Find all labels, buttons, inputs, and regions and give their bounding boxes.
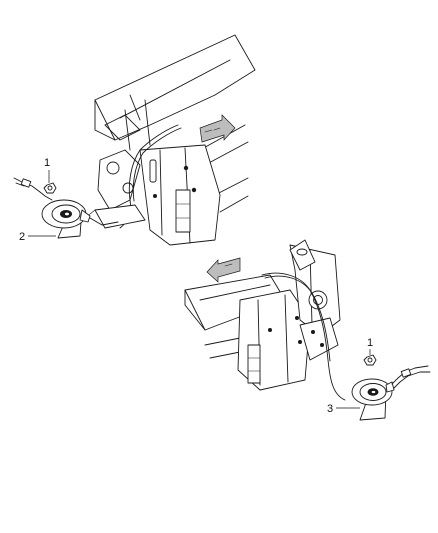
nut-lower — [363, 354, 377, 366]
rearward-arrow-icon — [206, 257, 241, 283]
callout-2: 2 — [19, 231, 56, 243]
connector-pigtail-upper — [13, 177, 53, 201]
horn-upper — [41, 199, 119, 239]
nut-upper — [43, 182, 57, 194]
callout-label: 1 — [44, 157, 50, 169]
horn-lower — [351, 378, 395, 421]
lower-frame-assembly — [184, 239, 346, 401]
callout-label: 3 — [327, 403, 333, 415]
upper-frame-assembly — [84, 34, 256, 246]
callout-1-upper: 1 — [44, 157, 50, 183]
forward-arrow-icon — [199, 114, 236, 143]
callout-1-lower: 1 — [367, 337, 373, 355]
callout-label: 2 — [19, 231, 25, 243]
connector-pigtail-lower — [391, 365, 431, 389]
callout-label: 1 — [367, 337, 373, 349]
callout-3: 3 — [327, 403, 360, 415]
